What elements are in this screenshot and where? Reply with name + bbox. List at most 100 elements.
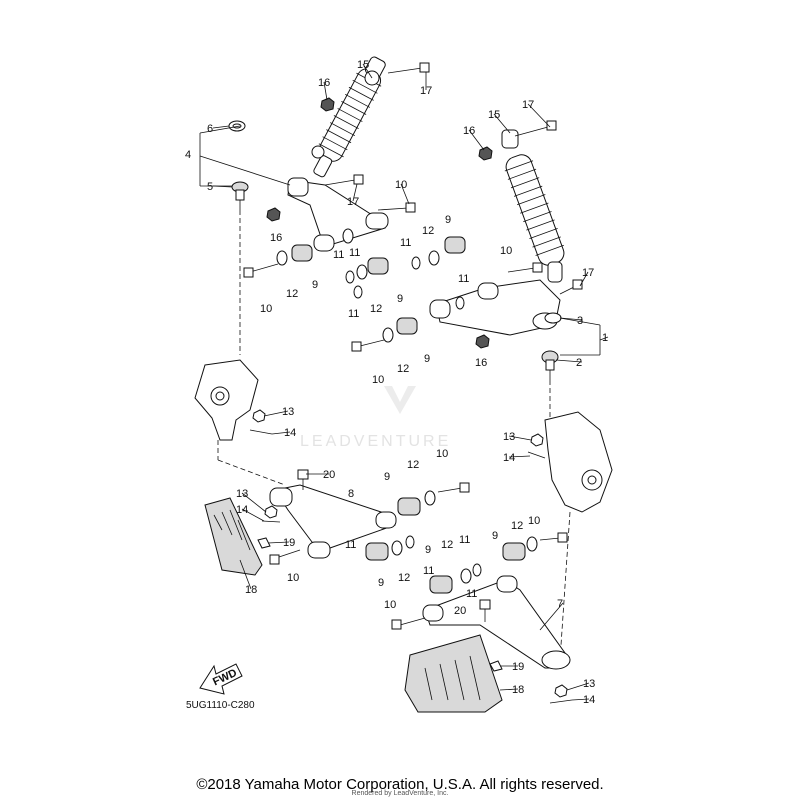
callout-9: 9 bbox=[384, 471, 390, 483]
clip-19-right[interactable] bbox=[489, 660, 503, 672]
leader-line bbox=[352, 183, 358, 202]
callout-10: 10 bbox=[500, 245, 512, 257]
ball-joint-5[interactable] bbox=[231, 181, 249, 210]
collar-3[interactable] bbox=[544, 312, 562, 324]
bushing-9-upper-b[interactable] bbox=[367, 257, 389, 275]
bolt-20-left[interactable] bbox=[297, 469, 309, 490]
callout-11: 11 bbox=[466, 588, 477, 600]
callout-10: 10 bbox=[260, 303, 272, 315]
washer-12-lower-c[interactable] bbox=[460, 568, 472, 584]
collar-11-lower-a[interactable] bbox=[405, 535, 415, 549]
callout-9: 9 bbox=[425, 544, 431, 556]
leadventure-logo-icon bbox=[384, 386, 416, 414]
upper-left-arm[interactable] bbox=[287, 177, 389, 252]
callout-12: 12 bbox=[422, 225, 434, 237]
callout-10: 10 bbox=[384, 599, 396, 611]
nut-13-lower-right[interactable] bbox=[554, 684, 568, 698]
callout-16: 16 bbox=[318, 77, 330, 89]
bushing-9-lower-b[interactable] bbox=[365, 542, 389, 561]
pin-14-right[interactable] bbox=[527, 451, 546, 459]
washer-12-lower-a[interactable] bbox=[424, 490, 436, 506]
clip-19-left[interactable] bbox=[257, 537, 271, 549]
nut-13-left[interactable] bbox=[252, 409, 266, 423]
callout-14: 14 bbox=[583, 694, 595, 706]
collar-11-upper-c[interactable] bbox=[411, 256, 421, 270]
collar-11-upper-d[interactable] bbox=[455, 296, 465, 310]
lower-left-arm[interactable] bbox=[269, 484, 397, 559]
leader-line bbox=[241, 508, 265, 522]
right-shock-absorber[interactable] bbox=[501, 129, 568, 283]
bolt-10-upper-b[interactable] bbox=[243, 263, 279, 278]
pin-14-left[interactable] bbox=[249, 429, 273, 435]
collar-11-upper-e[interactable] bbox=[353, 285, 363, 299]
washer-12-lower-d[interactable] bbox=[526, 536, 538, 552]
washer-12-upper-c[interactable] bbox=[428, 250, 440, 266]
left-shock-absorber[interactable] bbox=[306, 53, 392, 182]
nut-13-right[interactable] bbox=[530, 433, 544, 447]
pin-14-lower-left[interactable] bbox=[261, 520, 281, 523]
leader-line bbox=[468, 129, 485, 151]
bolt-20-right[interactable] bbox=[479, 599, 491, 622]
collar-11-upper-a[interactable] bbox=[342, 228, 354, 244]
leader-line bbox=[508, 435, 532, 441]
washer-12-lower-b[interactable] bbox=[391, 540, 403, 556]
lower-right-arm[interactable] bbox=[422, 575, 571, 670]
upper-right-arm[interactable] bbox=[429, 279, 561, 336]
callout-8: 8 bbox=[348, 488, 354, 500]
nut-13-lower-left[interactable] bbox=[264, 505, 278, 519]
leader-line bbox=[499, 688, 519, 691]
leader-line bbox=[555, 359, 583, 363]
callout-18: 18 bbox=[245, 584, 257, 596]
callout-10: 10 bbox=[436, 448, 448, 460]
callout-12: 12 bbox=[407, 459, 419, 471]
bushing-9-upper-a[interactable] bbox=[291, 244, 313, 262]
bushing-9-lower-a[interactable] bbox=[397, 497, 421, 516]
nut-16-right-arm[interactable] bbox=[475, 334, 490, 349]
bolt-10-lower-b[interactable] bbox=[269, 549, 301, 565]
callout-7: 7 bbox=[557, 598, 563, 610]
leader-line bbox=[267, 541, 290, 544]
right-knuckle[interactable] bbox=[544, 411, 613, 513]
bushing-9-upper-c[interactable] bbox=[444, 236, 466, 254]
callout-12: 12 bbox=[286, 288, 298, 300]
bolt-17-top-left[interactable] bbox=[387, 62, 430, 74]
bolt-17-mid-left[interactable] bbox=[324, 174, 364, 186]
collar-6[interactable] bbox=[228, 120, 246, 132]
callout-12: 12 bbox=[511, 520, 523, 532]
leader-line bbox=[212, 185, 233, 188]
callout-1: 1 bbox=[602, 332, 608, 344]
nut-16-upper[interactable] bbox=[266, 207, 281, 222]
bolt-10-upper-c[interactable] bbox=[507, 262, 543, 273]
callout-18: 18 bbox=[512, 684, 524, 696]
pin-14-lower-right[interactable] bbox=[549, 699, 573, 704]
bushing-9-upper-d[interactable] bbox=[396, 317, 418, 335]
callout-14: 14 bbox=[284, 427, 296, 439]
bushing-9-lower-c[interactable] bbox=[429, 575, 453, 594]
bolt-17-top-right[interactable] bbox=[514, 120, 557, 137]
callout-19: 19 bbox=[283, 537, 295, 549]
leader-line bbox=[239, 559, 252, 590]
skid-plate-left-18[interactable] bbox=[204, 497, 263, 576]
skid-plate-right-18[interactable] bbox=[404, 634, 503, 713]
left-knuckle[interactable] bbox=[194, 359, 259, 441]
leader-line bbox=[212, 125, 230, 129]
bolt-10-lower-d[interactable] bbox=[391, 617, 426, 630]
bolt-10-lower-a[interactable] bbox=[437, 482, 470, 493]
washer-12-upper-b[interactable] bbox=[356, 264, 368, 280]
ball-joint-2[interactable] bbox=[541, 350, 559, 380]
callout-16: 16 bbox=[463, 125, 475, 137]
bolt-10-upper-d[interactable] bbox=[351, 339, 385, 352]
collar-11-upper-b[interactable] bbox=[345, 270, 355, 284]
callout-10: 10 bbox=[372, 374, 384, 386]
bolt-17-right-arm[interactable] bbox=[559, 279, 583, 295]
bolt-10-lower-c[interactable] bbox=[539, 532, 568, 543]
washer-12-upper-a[interactable] bbox=[276, 250, 288, 266]
bolt-10-upper-a[interactable] bbox=[377, 202, 416, 213]
bushing-9-lower-d[interactable] bbox=[502, 542, 526, 561]
leader-line bbox=[263, 410, 289, 417]
collar-11-lower-b[interactable] bbox=[472, 563, 482, 577]
nut-16-top-right[interactable] bbox=[478, 146, 493, 161]
nut-16-top-left[interactable] bbox=[320, 97, 335, 112]
callout-9: 9 bbox=[378, 577, 384, 589]
washer-12-upper-d[interactable] bbox=[382, 327, 394, 343]
